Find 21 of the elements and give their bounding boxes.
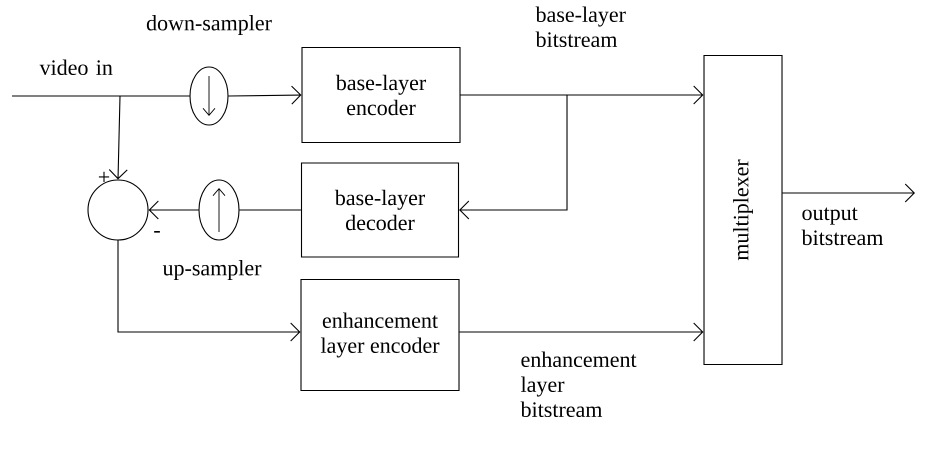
- component-label: down-sampler: [146, 15, 272, 35]
- encoder-box: base-layer encoder: [301, 46, 461, 144]
- decoder-box: base-layer decoder: [300, 162, 460, 258]
- sign-label: +: [98, 172, 110, 182]
- arrow: [117, 240, 300, 342]
- sign-label: -: [154, 231, 160, 233]
- component-label: up-sampler: [162, 260, 262, 280]
- arrow: [459, 94, 568, 220]
- encoder-box: enhancement layer encoder: [300, 278, 460, 392]
- up-sampler-symbol: [198, 179, 240, 241]
- arrow: [782, 184, 916, 202]
- edge-label: enhancement layer bitstream: [520, 352, 636, 418]
- edge-label: video in: [40, 60, 113, 76]
- edge-label: output bitstream: [802, 208, 884, 246]
- down-sampler-symbol: [189, 66, 229, 126]
- arrow: [148, 200, 198, 220]
- edge-label: base-layer bitstream: [536, 6, 626, 48]
- arrow: [108, 96, 128, 180]
- multiplexer-box: multiplexer: [703, 54, 783, 366]
- arrow: [228, 86, 302, 105]
- arrow: [460, 322, 704, 342]
